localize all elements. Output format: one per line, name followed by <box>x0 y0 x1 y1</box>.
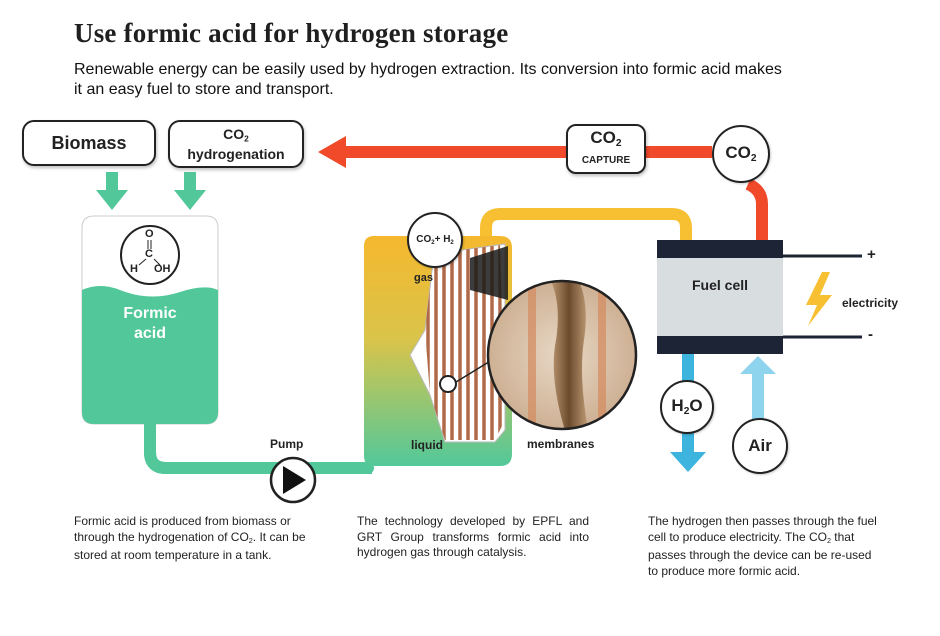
co2-capture-box: CO2 CAPTURE <box>566 124 646 174</box>
plus-terminal: + <box>867 246 876 263</box>
gas-label: gas <box>414 272 433 284</box>
membranes-label: membranes <box>527 437 595 451</box>
air-bubble: Air <box>732 418 788 474</box>
biomass-box: Biomass <box>22 120 156 166</box>
lightning-icon <box>806 272 832 326</box>
fuel-cell <box>657 240 862 354</box>
liquid-label: liquid <box>411 438 443 452</box>
molecule-o: O <box>145 228 154 240</box>
biomass-label: Biomass <box>51 132 127 153</box>
co2-capture-label: CAPTURE <box>581 155 631 167</box>
caption-middle: The technology developed by EPFL and GRT… <box>357 514 589 559</box>
hydrogenation-down-arrow <box>174 172 206 210</box>
air-up-arrow <box>740 356 776 424</box>
page-subtitle: Renewable energy can be easily used by h… <box>74 61 782 98</box>
pump-label: Pump <box>270 437 304 451</box>
formic-acid-molecule-icon: O C H OH <box>120 225 180 285</box>
formic-acid-label: Formic acid <box>123 305 177 342</box>
molecule-c: C <box>145 248 153 260</box>
h2o-bubble: H2O <box>660 380 714 434</box>
caption-right: The hydrogen then passes through the fue… <box>648 514 877 578</box>
co2-hydrogenation-box: CO2 hydrogenation <box>168 120 304 168</box>
molecule-h: H <box>130 263 138 275</box>
co2-bubble: CO2 <box>712 125 770 183</box>
membrane-magnifier <box>455 279 638 431</box>
pump-icon <box>269 456 317 504</box>
page-title: Use formic acid for hydrogen storage <box>74 18 509 48</box>
co2-hydrogenation-label: hydrogenation <box>187 146 285 163</box>
formic-acid-pipe <box>144 418 374 474</box>
biomass-down-arrow <box>96 172 128 210</box>
molecule-oh: OH <box>154 263 171 275</box>
hydrogen-pipe <box>480 208 692 244</box>
electricity-label: electricity <box>842 296 899 310</box>
formic-acid-tank <box>81 215 219 425</box>
caption-left: Formic acid is produced from biomass or … <box>74 514 306 563</box>
co2-capture-formula: CO2 <box>590 127 622 150</box>
minus-terminal: - <box>868 326 873 343</box>
co2-hydrogenation-formula: CO2 <box>223 125 249 144</box>
co2-h2-bubble: CO2+ H2 <box>407 212 463 268</box>
fuel-cell-label: Fuel cell <box>691 277 749 293</box>
co2-return-line <box>318 136 768 240</box>
